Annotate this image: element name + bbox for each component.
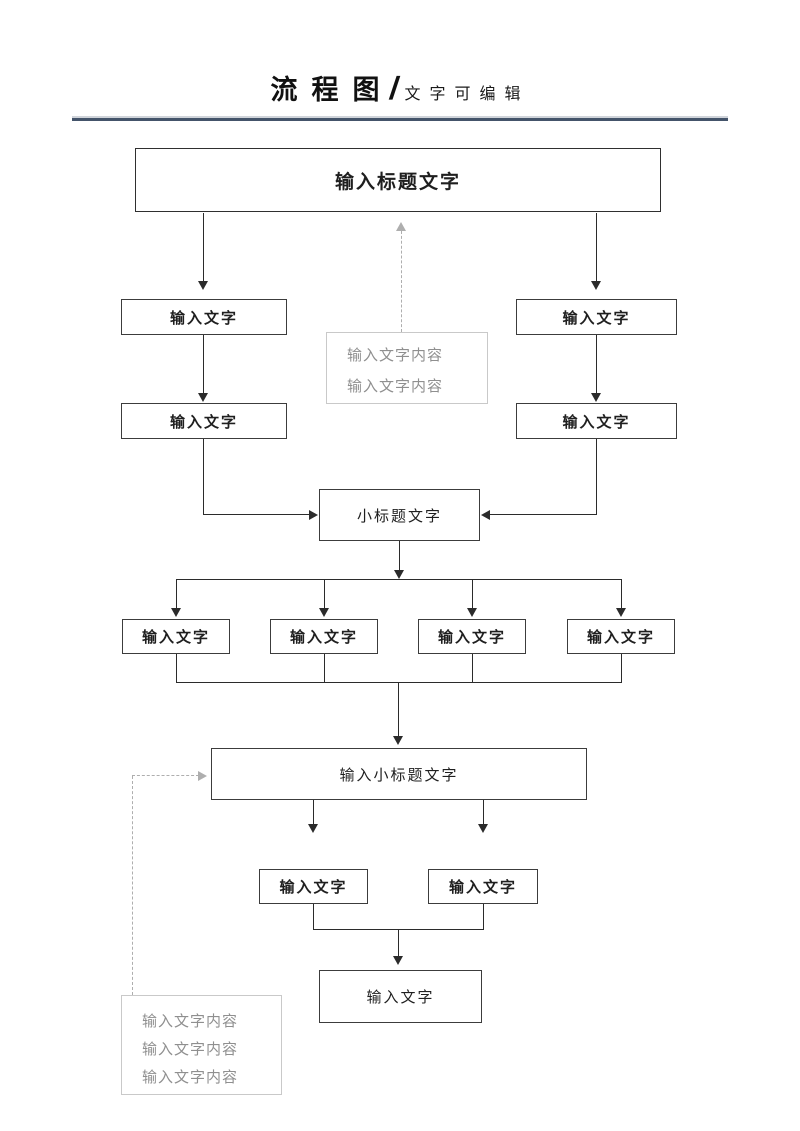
arrowhead-row-1-icon xyxy=(171,608,181,617)
arrowhead-left-1-2-icon xyxy=(198,393,208,402)
connector-left-elbow-v xyxy=(203,439,204,515)
arrowhead-merge-down-icon xyxy=(393,736,403,745)
distribution-line-top xyxy=(176,579,622,580)
connector-row-3 xyxy=(472,580,473,609)
note-box-bottom[interactable]: 输入文字内容 输入文字内容 输入文字内容 xyxy=(121,995,282,1095)
pair-box-right[interactable]: 输入文字 xyxy=(428,869,538,904)
arrowhead-row-3-icon xyxy=(467,608,477,617)
header-rule xyxy=(72,118,728,121)
connector-left-1-2 xyxy=(203,335,204,394)
connector-title-right xyxy=(596,213,597,282)
final-box[interactable]: 输入文字 xyxy=(319,970,482,1023)
connector-pair-left xyxy=(313,800,314,825)
arrowhead-pair-right-icon xyxy=(478,824,488,833)
merge-row-3 xyxy=(472,654,473,682)
note-box-top[interactable]: 输入文字内容 输入文字内容 xyxy=(326,332,488,404)
arrowhead-into-subtitle-left-icon xyxy=(309,510,318,520)
connector-left-elbow-h xyxy=(203,514,310,515)
merge-line-bottom xyxy=(176,682,622,683)
title-box[interactable]: 输入标题文字 xyxy=(135,148,661,212)
note-bottom-line: 输入文字内容 xyxy=(142,1041,239,1058)
arrowhead-title-left-icon xyxy=(198,281,208,290)
connector-row-2 xyxy=(324,580,325,609)
connector-row-4 xyxy=(621,580,622,609)
branch-left-box-1[interactable]: 输入文字 xyxy=(121,299,287,335)
branch-left-box-2[interactable]: 输入文字 xyxy=(121,403,287,439)
merge-pair-left xyxy=(313,904,314,929)
connector-right-1-2 xyxy=(596,335,597,394)
page-subtitle: 文字可编辑 xyxy=(404,86,530,103)
connector-right-elbow-h xyxy=(490,514,597,515)
merge-row-2 xyxy=(324,654,325,682)
branch-right-box-2[interactable]: 输入文字 xyxy=(516,403,677,439)
connector-merge-down xyxy=(398,683,399,737)
row-box-2[interactable]: 输入文字 xyxy=(270,619,378,654)
branch-right-box-1[interactable]: 输入文字 xyxy=(516,299,677,335)
arrowhead-note-bottom-icon xyxy=(198,771,207,781)
row-box-4[interactable]: 输入文字 xyxy=(567,619,675,654)
arrowhead-final-down-icon xyxy=(393,956,403,965)
page-header: 流程图 / 文字可编辑 xyxy=(0,68,800,107)
subtitle-box[interactable]: 小标题文字 xyxy=(319,489,480,541)
merge-row-1 xyxy=(176,654,177,682)
arrowhead-subtitle-down-icon xyxy=(394,570,404,579)
connector-pair-right xyxy=(483,800,484,825)
connector-final-down xyxy=(398,930,399,957)
arrowhead-title-right-icon xyxy=(591,281,601,290)
merge-pair-right xyxy=(483,904,484,929)
note-bottom-line: 输入文字内容 xyxy=(142,1013,239,1030)
row-box-1[interactable]: 输入文字 xyxy=(122,619,230,654)
arrowhead-pair-left-icon xyxy=(308,824,318,833)
section-box[interactable]: 输入小标题文字 xyxy=(211,748,587,800)
note-bottom-line: 输入文字内容 xyxy=(142,1069,239,1086)
connector-subtitle-down xyxy=(399,541,400,571)
dashed-connector-note-bottom-v xyxy=(132,776,133,995)
merge-pair-line xyxy=(313,929,484,930)
arrowhead-row-2-icon xyxy=(319,608,329,617)
arrowhead-into-subtitle-right-icon xyxy=(481,510,490,520)
merge-row-4 xyxy=(621,654,622,682)
connector-right-elbow-v xyxy=(596,439,597,515)
dashed-connector-note-bottom-h xyxy=(132,775,199,776)
arrowhead-note-up-icon xyxy=(396,222,406,231)
arrowhead-right-1-2-icon xyxy=(591,393,601,402)
arrowhead-row-4-icon xyxy=(616,608,626,617)
note-top-line: 输入文字内容 xyxy=(347,378,444,395)
connector-title-left xyxy=(203,213,204,282)
dashed-connector-note-top xyxy=(401,231,402,332)
note-top-line: 输入文字内容 xyxy=(347,347,444,364)
page-title: 流程图 xyxy=(270,75,394,105)
row-box-3[interactable]: 输入文字 xyxy=(418,619,526,654)
pair-box-left[interactable]: 输入文字 xyxy=(259,869,368,904)
connector-row-1 xyxy=(176,580,177,609)
